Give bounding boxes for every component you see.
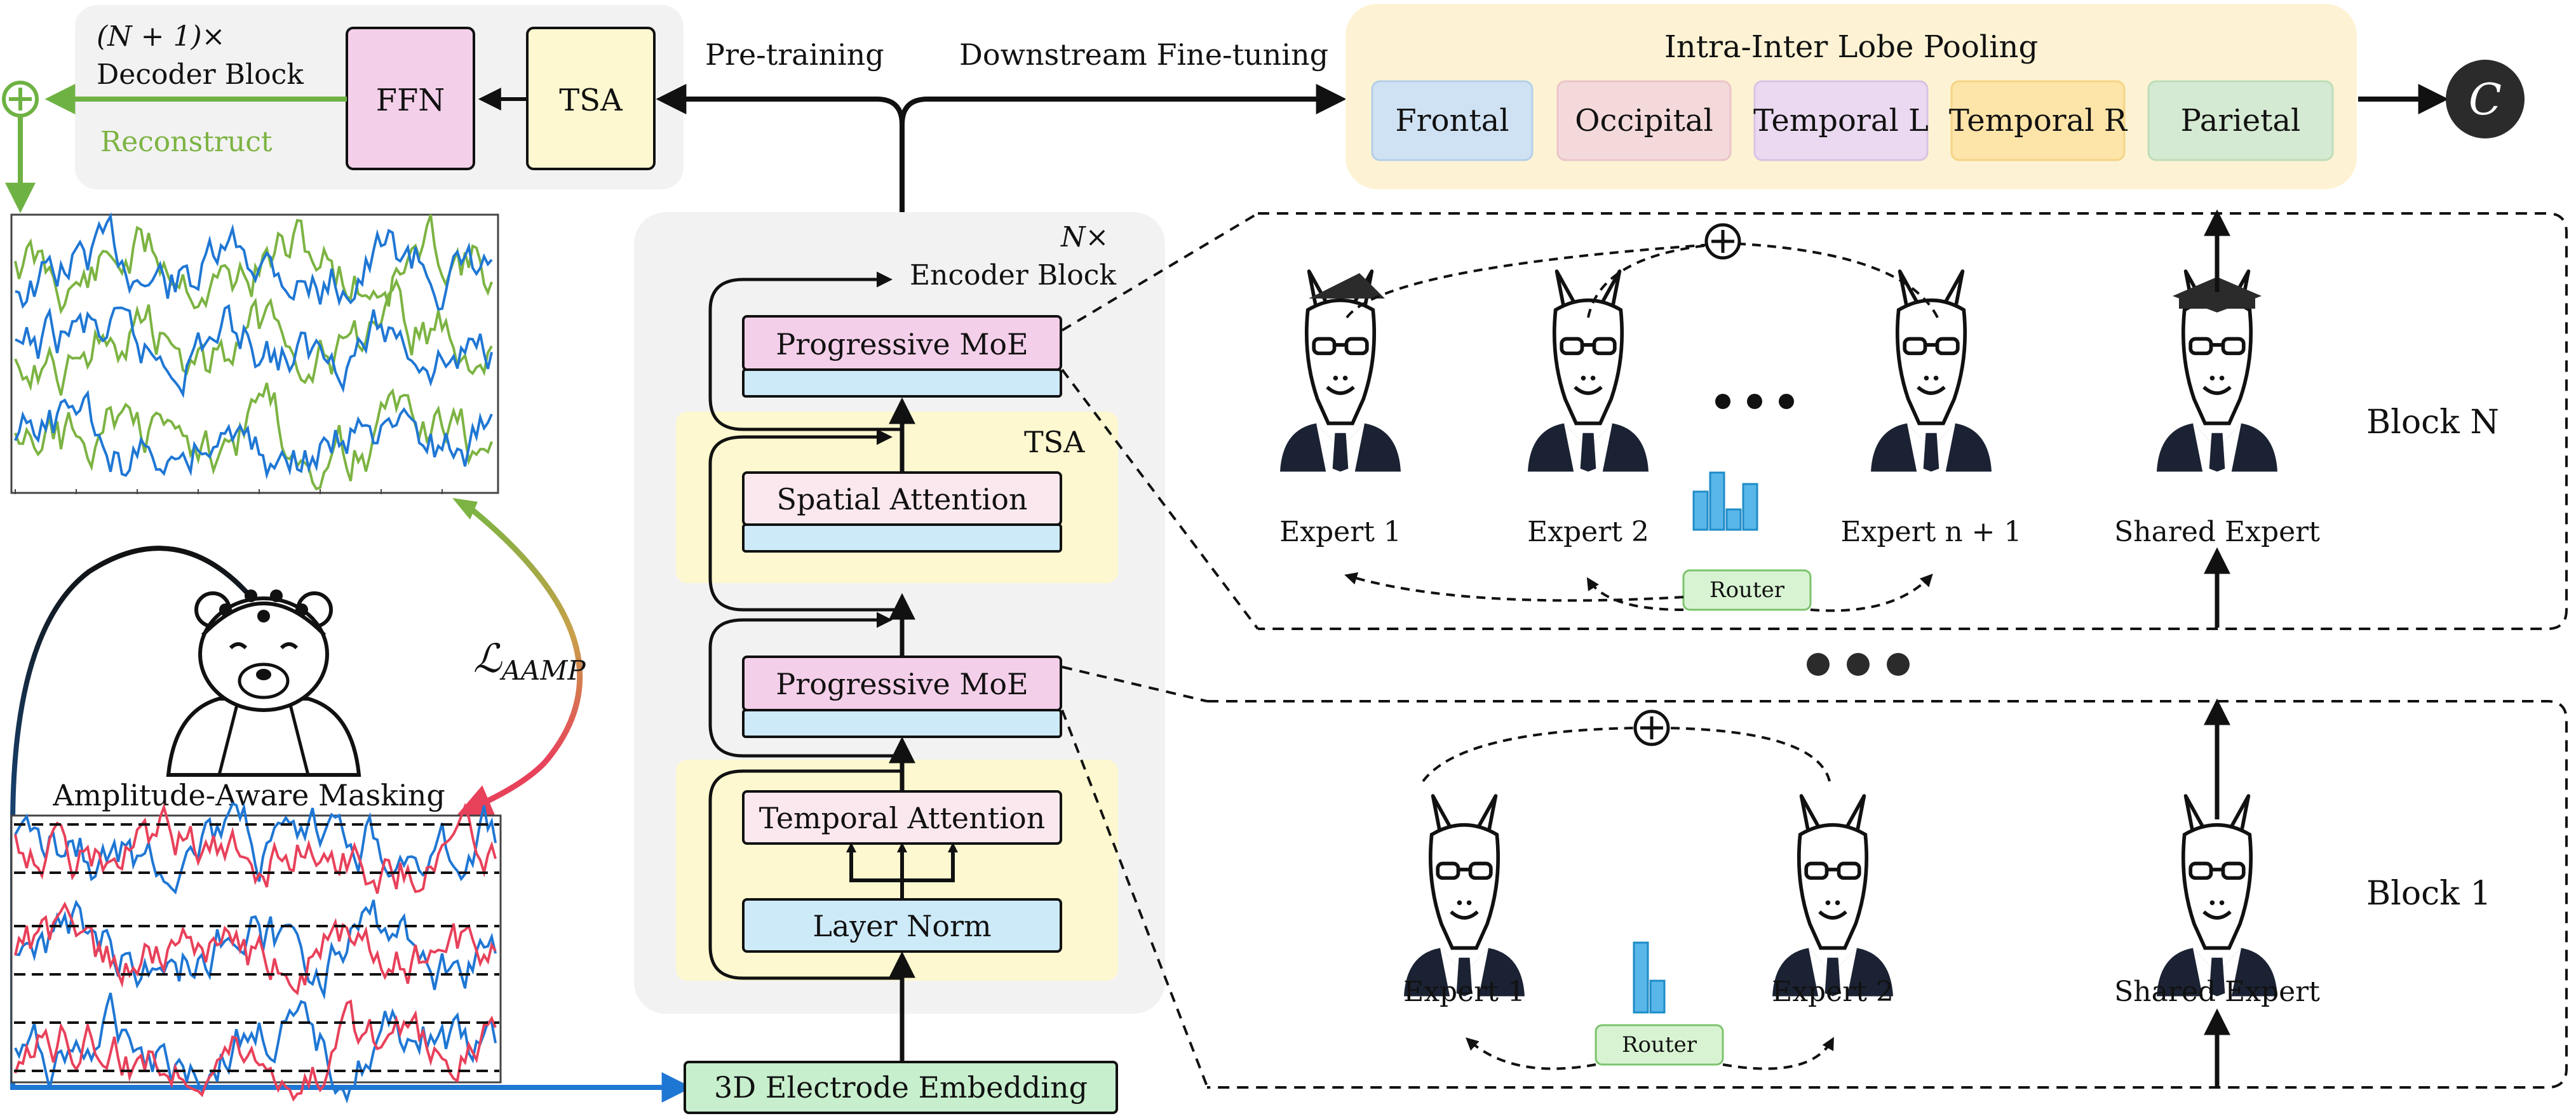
loss-label: ℒAAMP bbox=[473, 635, 586, 686]
block-n-shared-expert-label: Shared Expert bbox=[2114, 516, 2320, 548]
pooling-panel: Intra-Inter Lobe Pooling Frontal Occipita… bbox=[1345, 4, 2357, 189]
lobe-frontal: Frontal bbox=[1371, 80, 1534, 161]
masked-signal-panel bbox=[10, 802, 502, 1104]
lobe-label: Temporal R bbox=[1949, 103, 2128, 138]
pooling-title: Intra-Inter Lobe Pooling bbox=[1664, 29, 2038, 65]
block-n-label: Block N bbox=[2366, 403, 2499, 441]
llama-expert-icon bbox=[1772, 796, 1893, 996]
progressive-moe-top-label: Progressive MoE bbox=[776, 327, 1028, 361]
block-1-router: Router bbox=[1595, 1024, 1724, 1066]
block-n-panel: Block N Router Expert 1 Expert 2 Expert … bbox=[1258, 209, 2568, 630]
reconstructed-signal-trace bbox=[14, 214, 493, 315]
block-n-router-label: Router bbox=[1709, 577, 1785, 603]
pretraining-label: Pre-training bbox=[705, 37, 884, 72]
finetune-arrow bbox=[900, 84, 1347, 125]
encoder-count-label: N× bbox=[1060, 221, 1109, 253]
block-1-panel: Block 1 Router Expert 1 Expert 2 Shared … bbox=[1207, 698, 2568, 1089]
temporal-attention-label: Temporal Attention bbox=[759, 801, 1046, 835]
llama-expert-icon bbox=[1404, 796, 1525, 996]
lobe-temporal-r: Temporal R bbox=[1949, 80, 2128, 161]
lobe-label: Occipital bbox=[1575, 103, 1713, 138]
progressive-moe-top-box: Progressive MoE bbox=[742, 315, 1062, 398]
block-1-router-label: Router bbox=[1622, 1032, 1697, 1058]
plus-icon bbox=[1704, 223, 1741, 260]
output-class-label: C bbox=[2469, 75, 2502, 125]
reconstructed-signal-panel bbox=[10, 212, 499, 494]
decoder-tsa-label: TSA bbox=[559, 83, 623, 118]
spatial-attention-label: Spatial Attention bbox=[776, 482, 1027, 516]
block-1-expert-2-label: Expert 2 bbox=[1772, 976, 1894, 1008]
progressive-moe-bottom-label: Progressive MoE bbox=[776, 667, 1028, 701]
masking-title: Amplitude-Aware Masking bbox=[52, 778, 445, 812]
block-n-router: Router bbox=[1682, 569, 1812, 611]
electrode-embedding-label: 3D Electrode Embedding bbox=[714, 1070, 1088, 1105]
electrode-embedding-box: 3D Electrode Embedding bbox=[684, 1061, 1118, 1114]
loss-subscript: AAMP bbox=[499, 655, 586, 686]
block-n-expert-n1-label: Expert n + 1 bbox=[1840, 516, 2021, 548]
temporal-attention-box: Temporal Attention bbox=[742, 790, 1062, 845]
reconstruct-label: Reconstruct bbox=[100, 126, 273, 158]
eeg-bear-icon bbox=[166, 589, 361, 777]
llama-expert-icon bbox=[1528, 271, 1649, 471]
original-signal-trace bbox=[15, 212, 493, 311]
router-bar-chart-icon bbox=[1692, 471, 1758, 531]
loss-arrow bbox=[468, 506, 583, 764]
encoder-panel: N× Encoder Block TSA Layer Norm Temporal… bbox=[634, 212, 1165, 1062]
llama-expert-icon bbox=[1280, 271, 1401, 471]
block-n-expert-1-label: Expert 1 bbox=[1279, 516, 1401, 548]
svg-text:ℒAAMP: ℒAAMP bbox=[473, 635, 586, 686]
ellipsis-icon bbox=[1807, 653, 1910, 676]
spatial-attention-box: Spatial Attention bbox=[742, 471, 1062, 553]
loss-symbol: ℒ bbox=[473, 635, 502, 682]
masked-segment-trace bbox=[14, 901, 497, 996]
lobe-occipital: Occipital bbox=[1556, 80, 1732, 161]
ellipsis-icon bbox=[1715, 394, 1794, 409]
decoder-count-label: (N + 1)× bbox=[97, 20, 226, 53]
original-signal-trace bbox=[14, 389, 493, 480]
encoder-tsa-label: TSA bbox=[1024, 425, 1085, 459]
encoder-block-label: Encoder Block bbox=[910, 259, 1116, 292]
block-1-shared-expert-label: Shared Expert bbox=[2114, 976, 2320, 1008]
reconstructed-signal-trace bbox=[14, 278, 493, 396]
decoder-ffn-box: FFN bbox=[346, 27, 475, 170]
decoder-panel: (N + 1)× Decoder Block Reconstruct FFN T… bbox=[44, 5, 684, 189]
lobe-temporal-l: Temporal L bbox=[1753, 80, 1929, 161]
layer-norm-label: Layer Norm bbox=[813, 909, 991, 943]
block-1-label: Block 1 bbox=[2366, 875, 2491, 913]
block-1-expert-1-label: Expert 1 bbox=[1403, 976, 1525, 1008]
decoder-block-label: Decoder Block bbox=[97, 58, 304, 91]
finetuning-label: Downstream Fine-tuning bbox=[959, 37, 1328, 72]
progressive-moe-bottom-box: Progressive MoE bbox=[742, 655, 1062, 738]
lobe-label: Parietal bbox=[2181, 103, 2301, 138]
block-n-expert-2-label: Expert 2 bbox=[1527, 516, 1649, 548]
reconstructed-signal-trace bbox=[14, 382, 493, 491]
lobe-label: Temporal L bbox=[1753, 103, 1929, 138]
lobe-boxes: Frontal Occipital Temporal L Temporal R Pari… bbox=[1371, 80, 2334, 161]
decoder-ffn-label: FFN bbox=[376, 83, 445, 118]
plus-icon bbox=[1633, 709, 1670, 746]
layer-norm-box: Layer Norm bbox=[742, 898, 1062, 953]
output-class-node: C bbox=[2446, 60, 2525, 138]
masked-signal-trace bbox=[14, 802, 497, 895]
lobe-label: Frontal bbox=[1395, 103, 1509, 138]
llama-expert-icon bbox=[1871, 271, 1992, 471]
llama-expert-icon bbox=[2157, 796, 2277, 996]
eeg-cable bbox=[10, 546, 692, 1103]
original-signal-trace bbox=[15, 304, 493, 399]
router-bar-chart-icon bbox=[1633, 941, 1666, 1014]
masked-segment-trace bbox=[14, 802, 497, 894]
lobe-parietal: Parietal bbox=[2147, 80, 2334, 161]
decoder-tsa-box: TSA bbox=[526, 27, 656, 170]
plus-icon bbox=[2, 81, 39, 118]
masked-segment-trace bbox=[14, 999, 497, 1102]
